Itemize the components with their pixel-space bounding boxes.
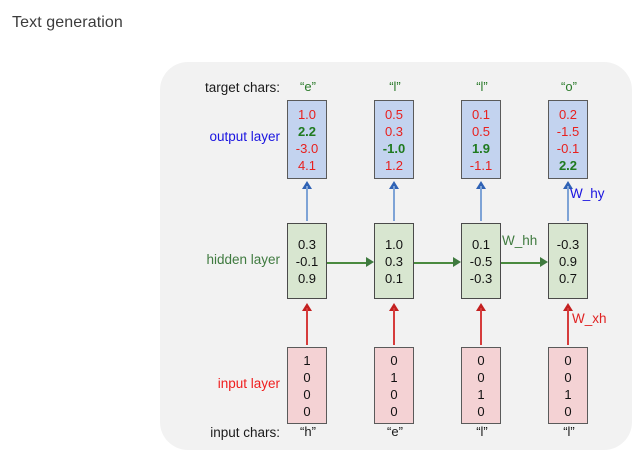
weight-label-w-hy: W_hy (570, 186, 605, 201)
page-title: Text generation (12, 14, 123, 31)
output-value: 1.2 (384, 157, 404, 173)
arrow-hidden-to-output-t3 (475, 181, 486, 221)
hidden-value: 0.1 (471, 236, 491, 252)
hidden-value: -0.3 (556, 236, 580, 252)
input-value: 0 (303, 386, 311, 402)
output-value: 0.2 (558, 106, 578, 122)
target-char-t3: “l” (476, 79, 488, 94)
hidden-value: -0.3 (469, 270, 493, 286)
output-value: 0.5 (471, 123, 491, 139)
input-char-t2: “e” (387, 424, 403, 439)
hidden-value: 0.3 (297, 236, 317, 252)
arrow-hidden-recurrent-t2-to-t3 (414, 257, 461, 268)
arrow-hidden-recurrent-t3-to-t4 (501, 257, 548, 268)
input-value: 1 (390, 369, 398, 385)
output-value: -3.0 (295, 140, 319, 156)
output-value: 0.3 (384, 123, 404, 139)
input-char-t3: “l” (476, 424, 488, 439)
output-value: -1.0 (382, 140, 406, 156)
weight-label-w-xh: W_xh (572, 311, 607, 326)
arrow-input-to-hidden-t1 (301, 303, 312, 345)
input-value: 0 (564, 369, 572, 385)
hidden-value: 0.9 (558, 253, 578, 269)
input-value: 0 (564, 403, 572, 419)
input-char-t4: “l” (563, 424, 575, 439)
output-value: 1.9 (471, 140, 491, 156)
hidden-value: 0.7 (558, 270, 578, 286)
output-value: 2.2 (297, 123, 317, 139)
arrow-input-to-hidden-t4 (562, 303, 573, 345)
target-char-t1: “e” (300, 79, 316, 94)
weight-label-w-hh: W_hh (502, 233, 538, 248)
hidden-value: 0.1 (384, 270, 404, 286)
row-label-input-layer: input layer (217, 376, 280, 391)
input-value: 1 (303, 352, 311, 368)
row-label-target-chars: target chars: (204, 80, 280, 95)
arrow-input-to-hidden-t3 (475, 303, 486, 345)
input-value: 0 (303, 369, 311, 385)
hidden-value: -0.5 (469, 253, 493, 269)
input-value: 0 (564, 352, 572, 368)
input-value: 0 (390, 403, 398, 419)
row-label-input-chars: input chars: (210, 425, 280, 440)
arrow-hidden-to-output-t2 (388, 181, 399, 221)
hidden-value: -0.1 (295, 253, 319, 269)
output-value: -0.1 (556, 140, 580, 156)
input-value: 1 (477, 386, 485, 402)
output-value: 4.1 (297, 157, 317, 173)
arrow-hidden-to-output-t1 (301, 181, 312, 221)
arrow-hidden-recurrent-t1-to-t2 (327, 257, 374, 268)
input-value: 0 (477, 369, 485, 385)
row-label-output-layer: output layer (209, 129, 280, 144)
output-value: 0.5 (384, 106, 404, 122)
row-label-hidden-layer: hidden layer (206, 252, 280, 267)
output-value: 2.2 (558, 157, 578, 173)
input-value: 0 (477, 403, 485, 419)
output-value: -1.5 (556, 123, 580, 139)
output-value: -1.1 (469, 157, 493, 173)
hidden-value: 1.0 (384, 236, 404, 252)
hidden-value: 0.3 (384, 253, 404, 269)
input-value: 0 (390, 352, 398, 368)
input-value: 0 (477, 352, 485, 368)
hidden-layer-box-t3: 0.1-0.5-0.3 (461, 223, 501, 299)
input-char-t1: “h” (300, 424, 316, 439)
arrow-hidden-to-output-t4 (562, 181, 573, 221)
input-value: 0 (303, 403, 311, 419)
target-char-t2: “l” (389, 79, 401, 94)
hidden-value: 0.9 (297, 270, 317, 286)
target-char-t4: “o” (561, 79, 577, 94)
input-value: 0 (390, 386, 398, 402)
output-value: 1.0 (297, 106, 317, 122)
output-value: 0.1 (471, 106, 491, 122)
input-value: 1 (564, 386, 572, 402)
arrow-input-to-hidden-t2 (388, 303, 399, 345)
